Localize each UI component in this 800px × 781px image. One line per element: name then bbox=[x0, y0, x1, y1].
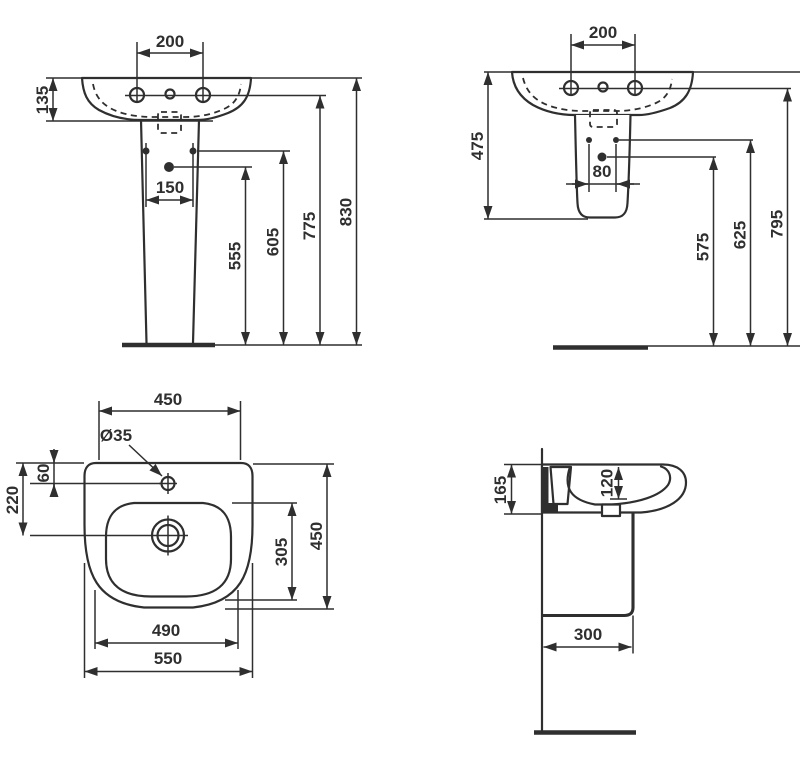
dim-label: 135 bbox=[33, 86, 52, 114]
tap-deck-section bbox=[549, 465, 573, 506]
dim-label: 450 bbox=[154, 390, 182, 409]
dim-tap-spacing-pedestal: 200 bbox=[136, 32, 204, 103]
dim-label: Ø35 bbox=[100, 426, 132, 445]
dim-overall-width-plan: 550 bbox=[83, 563, 254, 678]
dim-front-height-side: 165 bbox=[491, 463, 542, 515]
outlet-hole bbox=[597, 152, 607, 162]
view-side: 165 120 300 bbox=[491, 447, 688, 735]
dim-tap-spacing-semi: 200 bbox=[570, 23, 636, 96]
bracket-outline bbox=[543, 512, 635, 618]
rear-support-section bbox=[543, 503, 558, 513]
pedestal-left-edge bbox=[139, 118, 148, 345]
leader-line bbox=[128, 444, 163, 477]
dim-outlet-height-semi: 575 bbox=[607, 156, 718, 346]
dim-top-width-plan: 450 bbox=[98, 390, 242, 460]
center-hole bbox=[164, 88, 176, 100]
dim-tap-height-pedestal: 775 bbox=[211, 94, 326, 345]
center-hole bbox=[597, 81, 609, 93]
outlet-hole bbox=[164, 162, 174, 172]
dim-label: 165 bbox=[491, 476, 510, 504]
dim-label: 120 bbox=[598, 469, 617, 497]
dim-rim-thickness: 135 bbox=[33, 77, 213, 122]
dim-label: 575 bbox=[694, 233, 713, 261]
dim-label: 305 bbox=[272, 538, 291, 566]
dim-label: 300 bbox=[574, 625, 602, 644]
basin-body bbox=[510, 70, 695, 117]
label-tap-hole-diameter: Ø35 bbox=[100, 426, 163, 477]
basin-front-outline bbox=[80, 76, 253, 348]
dim-label: 490 bbox=[152, 621, 180, 640]
view-front-pedestal: 200 135 150 555 605 775 bbox=[33, 32, 362, 348]
dim-label: 200 bbox=[589, 23, 617, 42]
dim-bowl-width-plan: 490 bbox=[94, 590, 239, 649]
basin-semi-outline bbox=[510, 70, 695, 350]
view-plan: 450 Ø35 60 220 305 450 bbox=[3, 390, 334, 678]
basin-plan-outline bbox=[30, 461, 254, 609]
dim-label: 550 bbox=[154, 649, 182, 668]
dim-label: 80 bbox=[593, 162, 612, 181]
dim-overall-height-pedestal: 830 bbox=[215, 77, 362, 346]
view-front-semi-pedestal: 200 475 80 575 625 795 bbox=[468, 23, 800, 350]
dim-fixing-height-pedestal: 605 bbox=[197, 150, 290, 345]
dim-fixing-spacing-pedestal: 150 bbox=[145, 143, 194, 207]
dim-label: 220 bbox=[3, 486, 22, 514]
bowl-inner-profile bbox=[566, 465, 672, 506]
dim-outlet-height-pedestal: 555 bbox=[174, 166, 252, 345]
basin-inner-bowl bbox=[104, 501, 233, 598]
dim-body-height-semi: 475 bbox=[468, 71, 588, 220]
dim-bowl-depth-plan: 305 bbox=[225, 502, 297, 601]
dim-tap-height-semi: 795 bbox=[643, 87, 792, 346]
fixing-hole-right bbox=[613, 137, 619, 143]
dim-fixing-height-semi: 625 bbox=[619, 139, 755, 346]
dim-label: 775 bbox=[300, 212, 319, 240]
dim-fixing-spacing-semi: 80 bbox=[566, 144, 640, 192]
dim-outlet-offset: 220 bbox=[3, 462, 84, 536]
dim-label: 625 bbox=[731, 221, 750, 249]
dim-label: 830 bbox=[337, 198, 356, 226]
dim-label: 60 bbox=[34, 464, 53, 483]
dim-label: 605 bbox=[264, 228, 283, 256]
dim-label: 150 bbox=[156, 178, 184, 197]
dim-label: 200 bbox=[156, 32, 184, 51]
dim-tap-hole-offset: 60 bbox=[34, 449, 59, 497]
dim-overall-height-semi: 850 bbox=[648, 71, 800, 347]
outlet-section bbox=[600, 503, 622, 518]
pedestal-right-edge bbox=[191, 118, 201, 345]
dim-label: 555 bbox=[226, 242, 245, 270]
dim-label: 475 bbox=[468, 132, 487, 160]
dim-label: 450 bbox=[307, 522, 326, 550]
overflow-dashed bbox=[589, 109, 618, 128]
dim-overall-depth-plan: 450 bbox=[225, 463, 334, 610]
fixing-hole-left bbox=[586, 137, 592, 143]
basin-body bbox=[80, 76, 253, 122]
dim-bowl-depth-side: 120 bbox=[598, 467, 627, 500]
dim-bracket-depth-side: 300 bbox=[543, 615, 634, 654]
dim-label: 795 bbox=[768, 210, 787, 238]
wall-fixing-section bbox=[543, 467, 549, 512]
